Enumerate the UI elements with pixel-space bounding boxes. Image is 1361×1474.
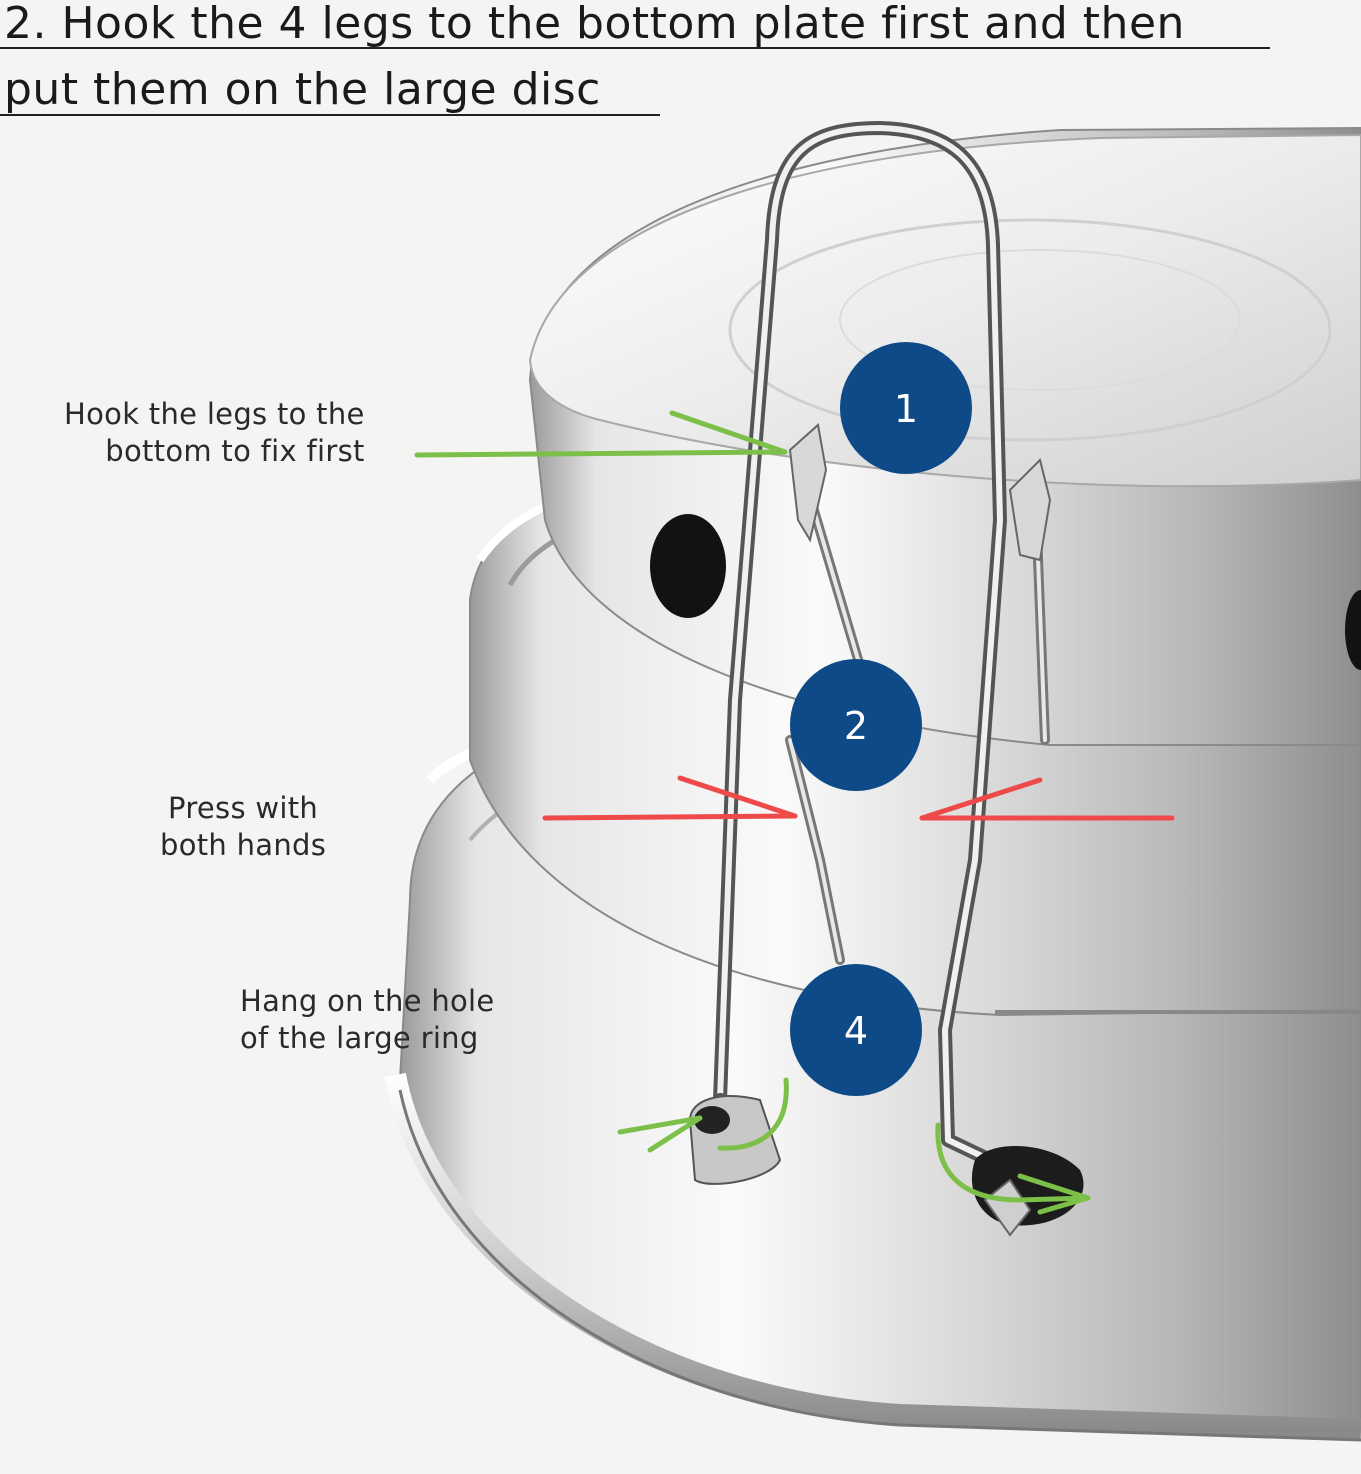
callout-press-line-2: both hands	[160, 828, 327, 862]
red-arrow-left	[542, 775, 798, 821]
callout-hook-line-2: bottom to fix first	[105, 434, 365, 468]
heading-line-2: put them on the large disc	[4, 64, 601, 115]
callout-press-line-1: Press with	[168, 791, 319, 825]
leg-clips	[688, 423, 1084, 1237]
heading-underline-2	[0, 114, 660, 116]
red-arrow-right	[919, 777, 1175, 821]
svg-text:1: 1	[894, 387, 918, 431]
step-badge-4: 4	[790, 964, 922, 1096]
green-arrow-right-hang	[935, 1122, 1091, 1215]
heading-underline-1	[0, 47, 1270, 49]
svg-text:2: 2	[844, 704, 868, 748]
heading-line-1: 2. Hook the 4 legs to the bottom plate f…	[4, 0, 1185, 49]
step-badge-1: 1	[840, 342, 972, 474]
green-arrow-left-hang	[617, 1077, 789, 1153]
green-arrow-hook	[414, 410, 788, 458]
vent-hole	[650, 514, 726, 618]
callout-press-hands: Press with both hands	[160, 790, 326, 864]
callout-hook-line-1: Hook the legs to the	[64, 397, 365, 431]
svg-text:4: 4	[844, 1009, 868, 1053]
callout-hang-line-1: Hang on the hole	[240, 984, 495, 1018]
step-badge-2: 2	[790, 659, 922, 791]
callout-hang-ring: Hang on the hole of the large ring	[240, 983, 495, 1057]
callout-hook-legs: Hook the legs to the bottom to fix first	[64, 396, 365, 470]
callout-hang-line-2: of the large ring	[240, 1021, 479, 1055]
